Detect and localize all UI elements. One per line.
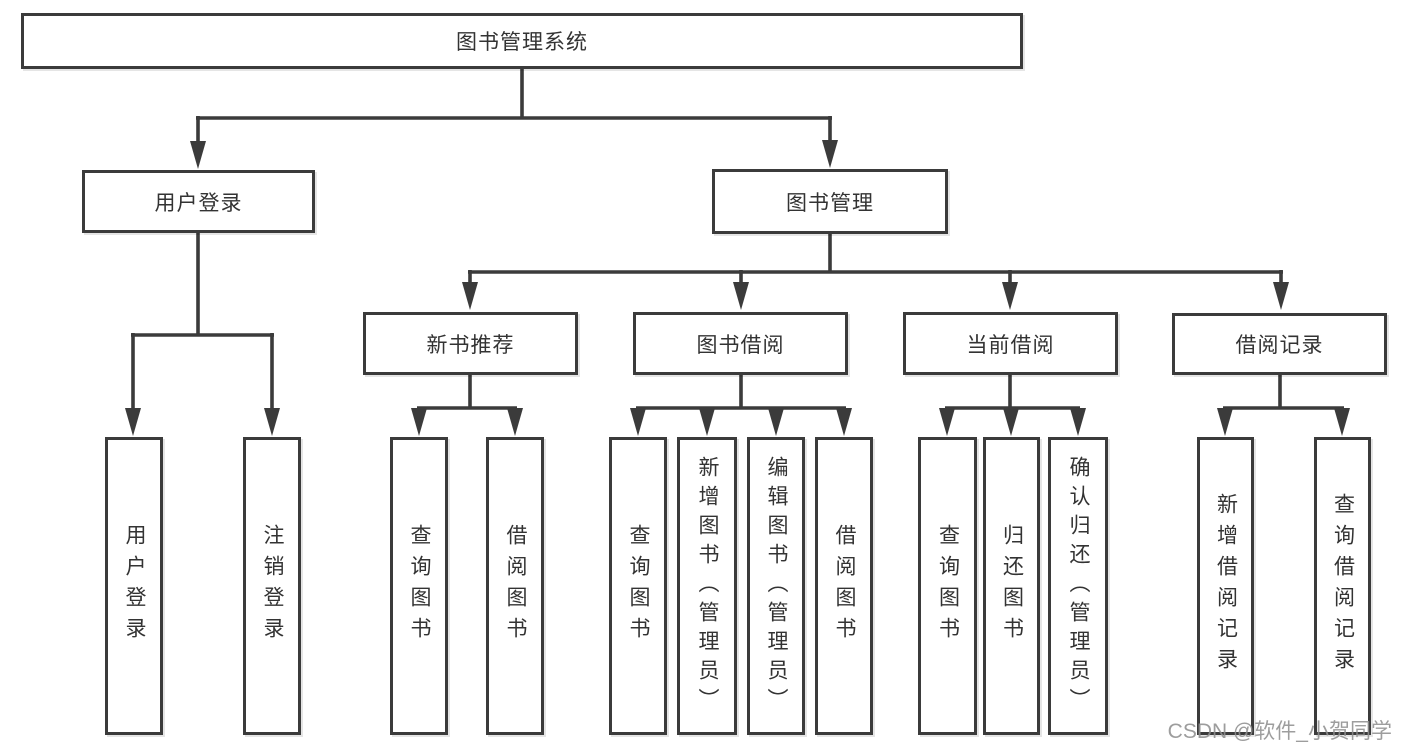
leaf-confirm-return-admin: 确认归还（管理员） [1048,437,1108,735]
leaf-add-book-admin-label: 新增图书（管理员） [696,455,719,717]
arrow-icon [768,408,784,436]
arrow-icon [1003,408,1019,436]
arrow-icon [411,408,427,436]
tree-edges [131,69,1344,410]
leaf-borrow-books-label: 借阅图书 [833,524,856,648]
node-book-mgmt-label: 图书管理 [786,191,874,215]
node-user-login: 用户登录 [82,170,315,233]
leaf-add-book-admin: 新增图书（管理员） [677,437,737,735]
arrow-icon [190,141,206,169]
leaf-logout-label: 注销登录 [261,524,284,648]
arrow-icon [1070,408,1086,436]
leaf-borrow-books-rec: 借阅图书 [486,437,544,735]
leaf-edit-book-admin-label: 编辑图书（管理员） [765,455,788,717]
node-book-borrow: 图书借阅 [633,312,848,375]
leaf-borrow-books: 借阅图书 [815,437,873,735]
leaf-query-books-borrow-label: 查询图书 [627,524,650,648]
arrow-icon [264,408,280,436]
leaf-query-borrow-record-label: 查询借阅记录 [1331,493,1355,679]
arrowheads [125,140,1350,436]
arrow-icon [822,140,838,168]
leaf-edit-book-admin: 编辑图书（管理员） [747,437,805,735]
arrow-icon [1002,282,1018,310]
arrow-icon [1334,408,1350,436]
leaf-confirm-return-admin-label: 确认归还（管理员） [1067,455,1090,717]
leaf-return-book: 归还图书 [983,437,1040,735]
node-new-book-rec: 新书推荐 [363,312,578,375]
node-current-borrow-label: 当前借阅 [966,333,1055,357]
arrow-icon [1273,282,1289,310]
leaf-query-books-rec-label: 查询图书 [408,524,431,648]
leaf-query-books-current: 查询图书 [918,437,977,735]
leaf-query-books-current-label: 查询图书 [936,524,960,648]
node-library-system: 图书管理系统 [21,13,1023,69]
arrow-icon [733,282,749,310]
node-borrow-records-label: 借阅记录 [1235,334,1324,357]
arrow-icon [507,408,523,436]
node-book-mgmt: 图书管理 [712,169,948,234]
node-new-book-rec-label: 新书推荐 [426,333,515,357]
leaf-query-books-rec: 查询图书 [390,437,448,735]
leaf-add-borrow-record-label: 新增借阅记录 [1214,493,1238,679]
node-book-borrow-label: 图书借阅 [696,333,785,357]
leaf-user-login: 用户登录 [105,437,163,735]
leaf-user-login-label: 用户登录 [123,524,146,648]
node-library-system-label: 图书管理系统 [456,31,588,54]
arrow-icon [1217,408,1233,436]
arrow-icon [939,408,955,436]
node-borrow-records: 借阅记录 [1172,313,1387,375]
leaf-logout: 注销登录 [243,437,301,735]
csdn-watermark: CSDN @软件_小贺同学 [1167,720,1392,743]
node-current-borrow: 当前借阅 [903,312,1118,375]
arrow-icon [630,408,646,436]
node-user-login-label: 用户登录 [154,191,243,215]
arrow-icon [699,408,715,436]
leaf-add-borrow-record: 新增借阅记录 [1197,437,1254,735]
leaf-query-books-borrow: 查询图书 [609,437,667,735]
arrow-icon [462,282,478,310]
leaf-query-borrow-record: 查询借阅记录 [1314,437,1371,735]
arrow-icon [836,408,852,436]
leaf-return-book-label: 归还图书 [1000,524,1024,648]
leaf-borrow-books-rec-label: 借阅图书 [504,524,527,648]
arrow-icon [125,408,141,436]
